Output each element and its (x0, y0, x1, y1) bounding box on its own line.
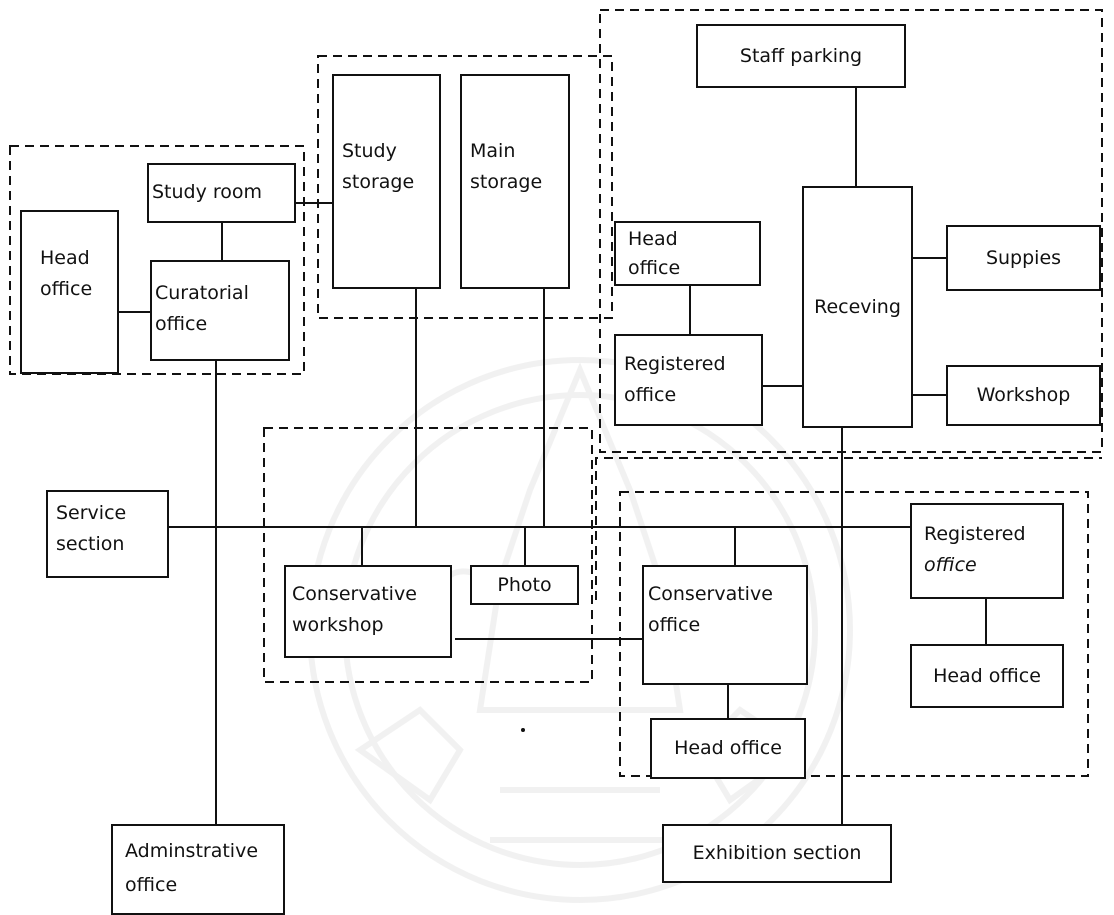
curatorial-office-label-1: Curatorial (155, 282, 249, 304)
head-office-left-label-1: Head (40, 247, 90, 269)
curatorial-office-box: Curatorial office (150, 260, 290, 361)
main-storage-label-1: Main (470, 140, 516, 162)
curatorial-group-boundary (9, 145, 305, 375)
exhibition-section-box: Exhibition section (662, 824, 892, 883)
storage-group-boundary (317, 55, 613, 319)
receiving-group-boundary (599, 9, 1103, 453)
head-office-right-label: Head office (933, 664, 1041, 687)
main-storage-label-2: storage (470, 171, 543, 193)
head-office-center-label: Head office (674, 737, 782, 759)
conservative-office-group-boundary (619, 491, 1089, 777)
registered-office-right-label-2: office (924, 554, 977, 576)
conservative-workshop-box: Conservative workshop (284, 565, 452, 658)
photo-box: Photo (470, 565, 579, 605)
head-office-left-label-2: office (40, 278, 93, 300)
registered-office-right-box: Registered office (910, 503, 1064, 599)
service-section-label-2: section (56, 533, 125, 555)
study-room-label: Study room (152, 181, 263, 203)
head-office-top-right-label-1: Head (628, 228, 678, 250)
service-section-box: Service section (46, 490, 169, 578)
conservative-office-label-1: Conservative (648, 583, 773, 605)
study-storage-label-1: Study (342, 140, 397, 162)
registered-office-top-label-1: Registered (624, 353, 726, 375)
workshop-label: Workshop (976, 384, 1071, 406)
receving-label: Receving (814, 295, 901, 318)
conservative-office-label-2: office (648, 614, 701, 636)
head-office-right-box: Head office (910, 644, 1064, 708)
staff-parking-label: Staff parking (739, 44, 863, 67)
conservation-group-boundary (263, 427, 593, 683)
receving-box: Receving (802, 186, 913, 428)
head-office-left-box: Head office (20, 210, 119, 374)
registered-office-top-label-2: office (624, 384, 677, 406)
study-storage-label-2: storage (342, 171, 415, 193)
adminstrative-office-label-1: Adminstrative (125, 840, 259, 862)
staff-parking-box: Staff parking (696, 24, 906, 88)
suppies-box: Suppies (946, 225, 1101, 291)
conservative-workshop-label-1: Conservative (292, 583, 417, 605)
suppies-label: Suppies (985, 246, 1062, 269)
stray-dot (521, 728, 525, 732)
photo-label: Photo (497, 573, 552, 596)
study-storage-box: Study storage (332, 74, 441, 289)
exhibition-section-label: Exhibition section (692, 842, 862, 864)
workshop-box: Workshop (946, 365, 1101, 426)
exhibition-group-boundary (595, 457, 1102, 600)
conservative-office-box: Conservative office (642, 565, 808, 685)
head-office-top-right-label-2: office (628, 257, 681, 279)
adminstrative-office-box: Adminstrative office (111, 824, 285, 915)
adminstrative-office-label-2: office (125, 874, 178, 896)
registered-office-top-box: Registered office (614, 334, 763, 426)
registered-office-right-label-1: Registered (924, 523, 1026, 545)
head-office-top-right-box: Head office (614, 221, 761, 286)
head-office-center-box: Head office (650, 718, 806, 779)
main-storage-box: Main storage (460, 74, 570, 289)
conservative-workshop-label-2: workshop (292, 614, 384, 636)
study-room-box: Study room (147, 163, 296, 223)
curatorial-office-label-2: office (155, 313, 208, 335)
service-section-label-1: Service (56, 502, 127, 524)
